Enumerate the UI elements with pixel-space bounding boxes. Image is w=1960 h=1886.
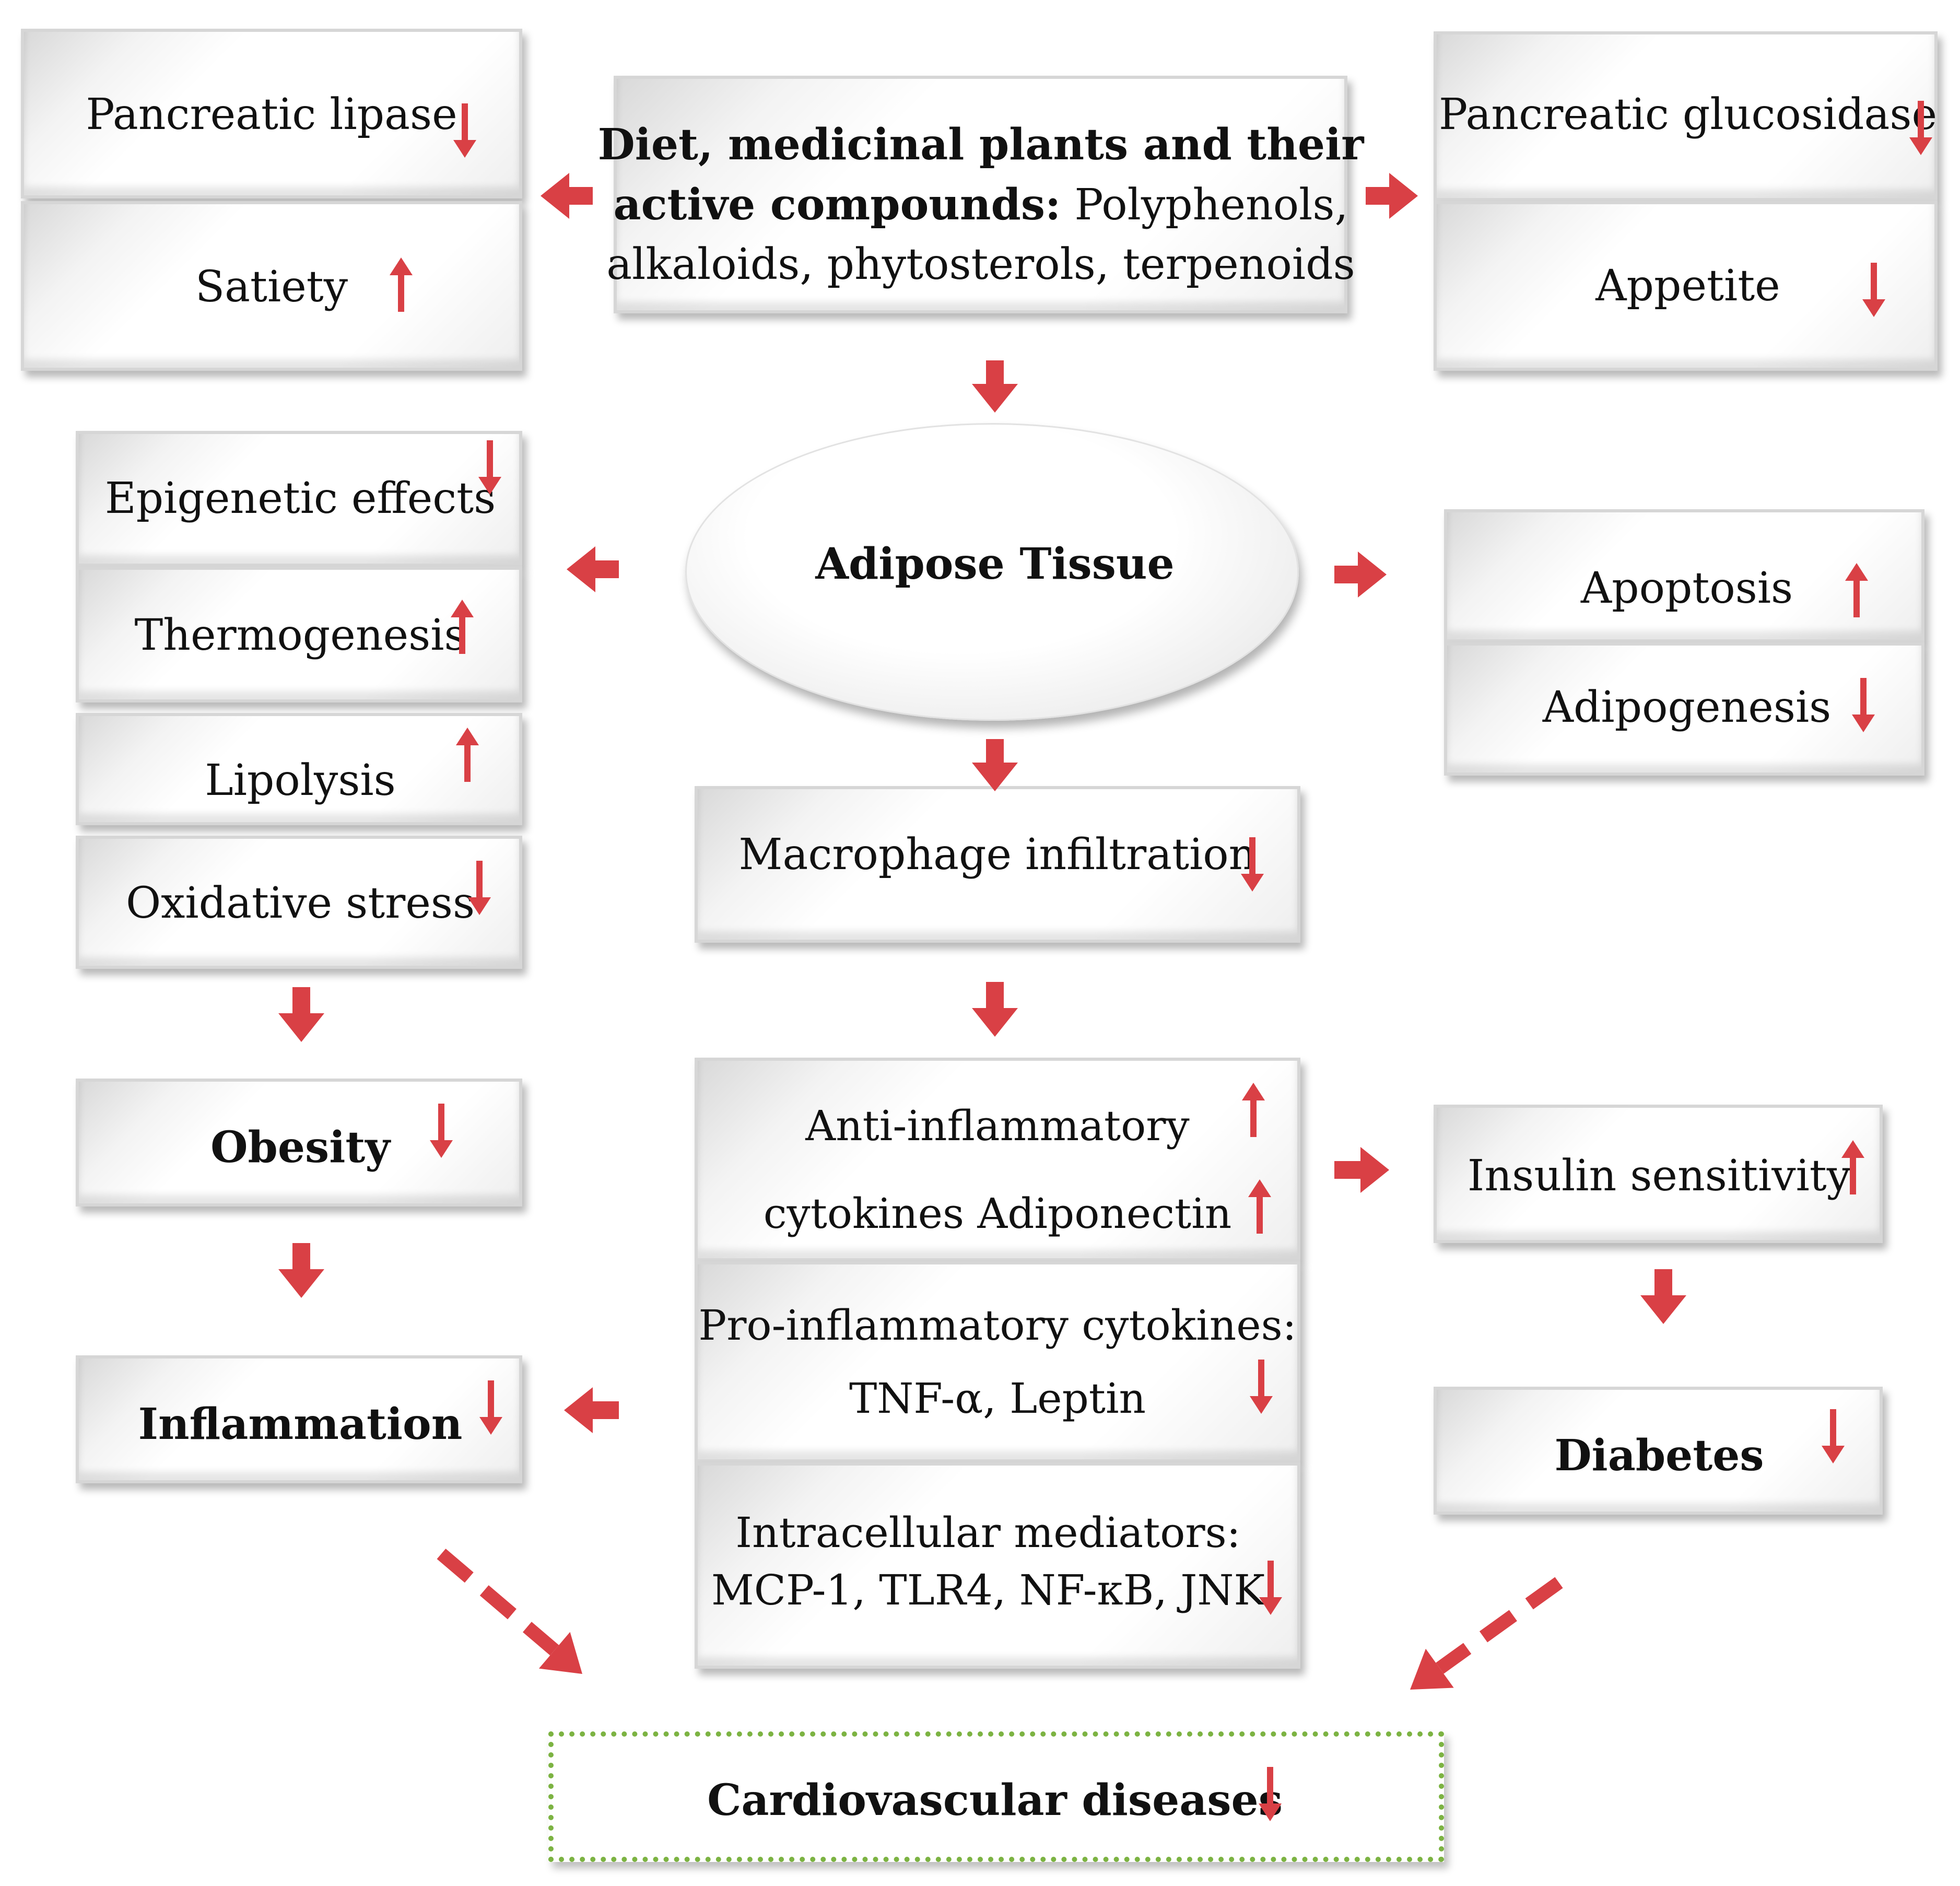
apoptosis-box (1444, 509, 1924, 642)
thermogenesis-label: Thermogenesis (134, 611, 466, 660)
intracellular-mediators-down-arrow-head-icon (1259, 1597, 1282, 1615)
pancreatic-glucosidase-box (1434, 31, 1938, 201)
arrow-adipose-to-right (1334, 552, 1387, 598)
inflammation-box (76, 1355, 522, 1483)
oxidative-stress-label: Oxidative stress (125, 878, 475, 928)
diet-label: Diet, medicinal plants and their active … (598, 115, 1364, 295)
diet-line3: alkaloids, phytosterols, terpenoids (606, 240, 1355, 289)
anti-line1: Anti-inflammatory (805, 1102, 1190, 1150)
pro-inflammatory-box (695, 1261, 1300, 1462)
adiponectin-up-arrow-head-icon (1248, 1179, 1271, 1197)
lipolysis-label: Lipolysis (205, 756, 396, 805)
pancreatic-glucosidase-down-arrow-head-icon (1909, 137, 1932, 155)
adipose-tissue-ellipse (685, 423, 1299, 721)
arrow-diabetes-to-cvd-dashed-head (1410, 1648, 1454, 1690)
diabetes-label: Diabetes (1554, 1431, 1764, 1481)
cardiovascular-diseases-down-arrow-head-icon (1259, 1803, 1282, 1821)
intra-line2: MCP-1, TLR4, NF-κB, JNK (711, 1566, 1265, 1614)
arrow-diet-to-right (1366, 173, 1418, 219)
intra-line1: Intracellular mediators: (735, 1508, 1241, 1557)
macrophage-infiltration-down-arrow-head-icon (1241, 874, 1264, 892)
satiety-box (21, 201, 522, 371)
pro-line2: TNF-α, Leptin (849, 1374, 1146, 1423)
anti-inflammatory-label: Anti-inflammatory cytokines Adiponectin (764, 1082, 1232, 1258)
indicator-arrows (390, 101, 1932, 1821)
oxidative-stress-box (76, 836, 522, 969)
appetite-down-arrow-head-icon (1862, 299, 1885, 317)
oxidative-stress-down-arrow-head-icon (468, 897, 491, 915)
epigenetic-effects-label: Epigenetic effects (104, 474, 496, 523)
arrow-diet-to-left (541, 173, 593, 219)
appetite-box (1434, 201, 1938, 371)
diet-line1: Diet, medicinal plants and their (597, 120, 1364, 170)
pancreatic-glucosidase-label: Pancreatic glucosidase (1438, 90, 1938, 139)
pancreatic-lipase-down-arrow-head-icon (453, 140, 476, 158)
satiety-up-arrow-head-icon (390, 257, 413, 275)
diet-line2-rest: Polyphenols, (1061, 180, 1348, 230)
cardiovascular-diseases-label: Cardiovascular diseases (707, 1775, 1283, 1825)
lipolysis-box (76, 713, 522, 825)
pro-inflammatory-label: Pro-inflammatory cytokines: TNF-α, Lepti… (698, 1289, 1296, 1435)
arrow-obesity-to-inflammation (278, 1243, 324, 1298)
epigenetic-effects-box (76, 431, 522, 567)
pancreatic-lipase-label: Pancreatic lipase (86, 90, 457, 139)
adipose-tissue-label: Adipose Tissue (815, 539, 1175, 589)
insulin-sensitivity-up-arrow-head-icon (1841, 1140, 1864, 1158)
obesity-down-arrow-head-icon (430, 1140, 453, 1158)
diet-line2-bold: active compounds: (613, 180, 1061, 230)
arrow-diabetes-to-cvd-dashed-line (1436, 1577, 1563, 1674)
thermogenesis-up-arrow-head-icon (451, 600, 474, 617)
arrow-diet-to-adipose (972, 360, 1018, 413)
adipogenesis-box (1444, 642, 1924, 776)
epigenetic-effects-down-arrow-head-icon (478, 477, 501, 495)
arrow-cytokines-to-insulin (1334, 1147, 1389, 1193)
apoptosis-up-arrow-head-icon (1845, 563, 1868, 581)
arrow-inflammation-to-cvd-dashed-head (538, 1632, 582, 1674)
diet-box (614, 76, 1347, 313)
intracellular-mediators-box (695, 1462, 1300, 1669)
diabetes-down-arrow-head-icon (1822, 1446, 1845, 1463)
thermogenesis-box (76, 567, 522, 702)
anti-inflammatory-cytokines-up-arrow-head-icon (1242, 1083, 1265, 1100)
flow-arrows (278, 173, 1686, 1690)
macrophage-infiltration-box (695, 786, 1300, 943)
arrow-adipose-to-macrophage (972, 739, 1018, 791)
satiety-label: Satiety (195, 262, 348, 312)
cardiovascular-diseases-box (548, 1731, 1444, 1862)
arrow-insulin-to-diabetes (1640, 1269, 1686, 1324)
inflammation-down-arrow-head-icon (479, 1417, 502, 1435)
lipolysis-up-arrow-head-icon (456, 728, 479, 745)
anti-inflammatory-box (695, 1058, 1300, 1261)
insulin-sensitivity-label: Insulin sensitivity (1467, 1151, 1851, 1201)
insulin-sensitivity-box (1434, 1105, 1883, 1243)
diabetes-box (1434, 1387, 1883, 1515)
arrow-inflammation-to-cvd-dashed-line (437, 1549, 559, 1656)
anti-line2: cytokines Adiponectin (763, 1189, 1232, 1238)
obesity-label: Obesity (210, 1122, 390, 1173)
arrow-cytokines-to-inflammation (564, 1387, 619, 1433)
arrow-macrophage-to-cytokines (972, 982, 1018, 1037)
intracellular-mediators-label: Intracellular mediators: MCP-1, TLR4, NF… (711, 1504, 1265, 1619)
arrow-stack-to-obesity (278, 987, 324, 1042)
arrow-adipose-to-left (567, 546, 619, 592)
pancreatic-lipase-box (21, 29, 522, 198)
adipogenesis-down-arrow-head-icon (1852, 714, 1875, 732)
macrophage-infiltration-label: Macrophage infiltration (738, 830, 1257, 880)
pro-line1: Pro-inflammatory cytokines: (698, 1301, 1297, 1350)
appetite-label: Appetite (1595, 261, 1780, 311)
adipogenesis-label: Adipogenesis (1542, 683, 1832, 732)
inflammation-label: Inflammation (138, 1399, 463, 1449)
pro-inflammatory-cytokines-down-arrow-head-icon (1250, 1396, 1273, 1414)
apoptosis-label: Apoptosis (1580, 564, 1793, 613)
